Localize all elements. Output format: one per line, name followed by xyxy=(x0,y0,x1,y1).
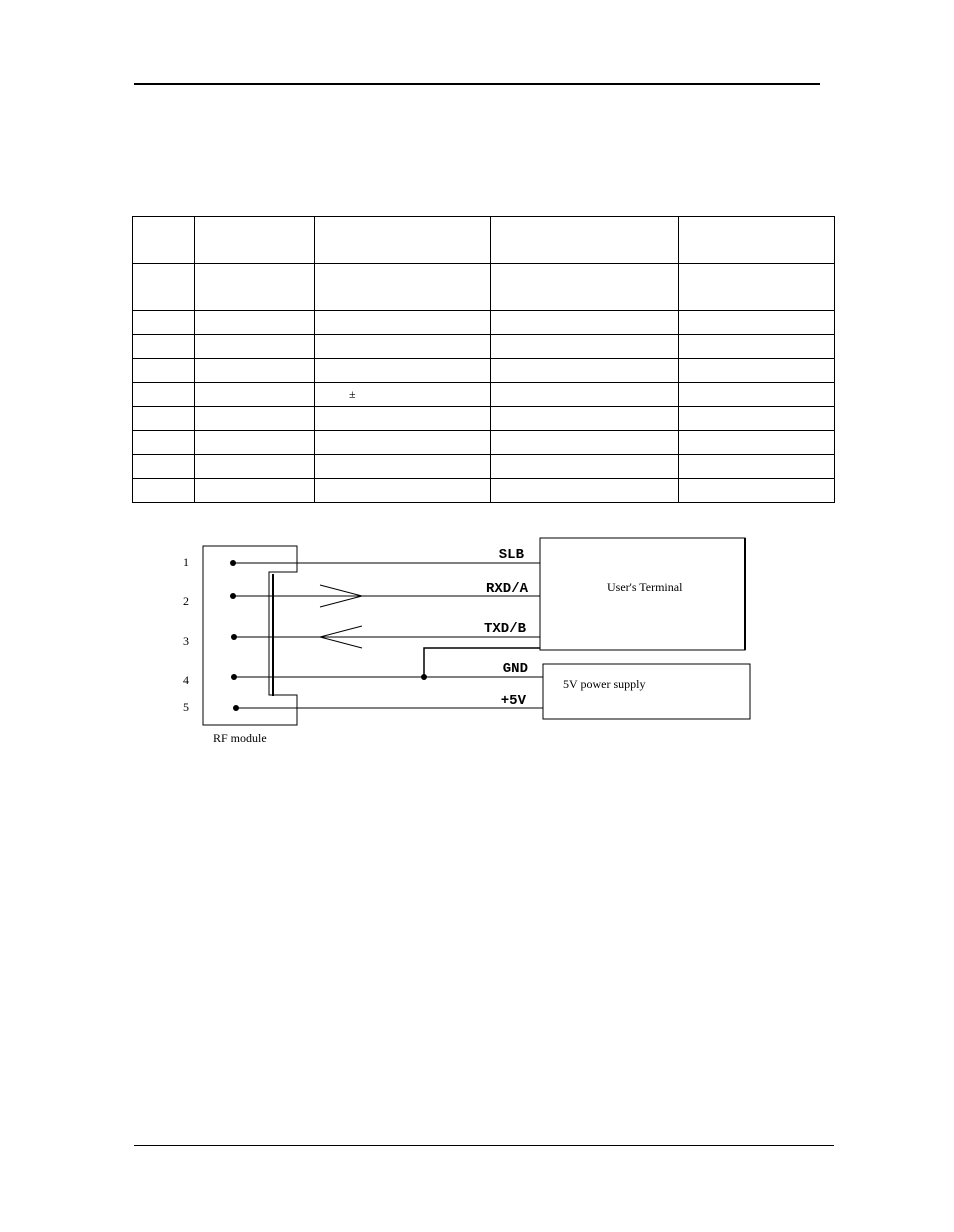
power-supply-box xyxy=(542,663,751,720)
signal-label: RXD/A xyxy=(486,581,529,597)
table-cell xyxy=(314,263,491,311)
spec-table: ± xyxy=(132,216,835,503)
table-row xyxy=(132,454,835,479)
signal-label: SLB xyxy=(499,547,525,563)
signal-label: GND xyxy=(503,661,528,677)
power-supply-label: 5V power supply xyxy=(563,677,645,691)
table-cell xyxy=(194,478,315,503)
table-row xyxy=(132,358,835,383)
table-cell xyxy=(490,263,679,311)
users-terminal-box xyxy=(539,537,746,651)
table-cell xyxy=(678,216,835,264)
signal-label: TXD/B xyxy=(484,621,527,637)
table-cell xyxy=(490,478,679,503)
table-row: ± xyxy=(132,382,835,407)
pin-number: 5 xyxy=(183,700,189,714)
table-cell xyxy=(490,358,679,383)
signal-label: +5V xyxy=(501,693,527,709)
footer-rule xyxy=(134,1145,834,1146)
pin-number: 4 xyxy=(183,673,189,687)
table-row xyxy=(132,310,835,335)
ground-branch xyxy=(423,647,540,677)
table-cell xyxy=(132,454,195,479)
table-cell xyxy=(132,310,195,335)
table-row xyxy=(132,430,835,455)
table-cell xyxy=(314,216,491,264)
arrow-right-icon xyxy=(319,584,364,608)
table-cell xyxy=(678,382,835,407)
header-rule xyxy=(134,83,820,85)
arrow-left-icon xyxy=(318,625,363,649)
pin-number: 3 xyxy=(183,634,189,648)
table-cell xyxy=(314,310,491,335)
table-cell xyxy=(678,358,835,383)
table-cell xyxy=(194,263,315,311)
table-cell xyxy=(132,478,195,503)
table-cell xyxy=(490,382,679,407)
pin-number: 2 xyxy=(183,594,189,608)
table-cell xyxy=(314,358,491,383)
rf-module-outline xyxy=(202,545,298,726)
table-row xyxy=(132,216,835,264)
table-cell xyxy=(678,478,835,503)
table-row xyxy=(132,478,835,503)
users-terminal-label: User's Terminal xyxy=(607,580,683,594)
table-cell: ± xyxy=(314,382,491,407)
table-cell xyxy=(194,310,315,335)
table-cell xyxy=(194,454,315,479)
rf-module-label: RF module xyxy=(213,731,267,745)
table-cell xyxy=(490,430,679,455)
junction-dot xyxy=(421,674,427,680)
pin-number: 1 xyxy=(183,555,189,569)
table-cell xyxy=(194,382,315,407)
table-row xyxy=(132,406,835,431)
table-cell xyxy=(490,406,679,431)
table-cell xyxy=(194,406,315,431)
